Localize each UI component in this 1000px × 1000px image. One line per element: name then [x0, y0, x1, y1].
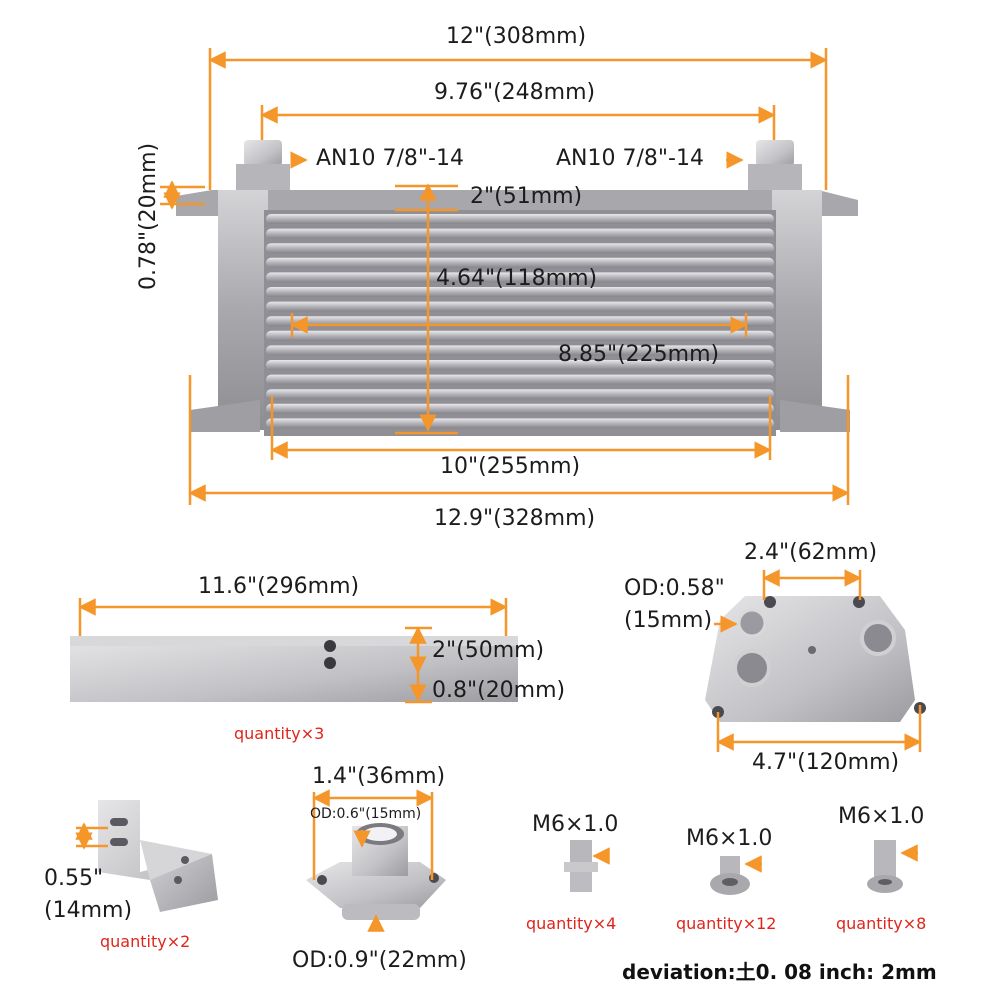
cooler-fin-row — [266, 389, 774, 400]
bar-quantity-label: quantity×3 — [234, 724, 325, 743]
bolt-image — [564, 840, 598, 892]
fitting-left-label: AN10 7/8"-14 — [316, 146, 464, 171]
fitting-right-label: AN10 7/8"-14 — [556, 146, 704, 171]
cooler-fin-row — [266, 228, 774, 239]
cooler-left-tank — [218, 190, 268, 430]
overall-width-label: 12"(308mm) — [446, 24, 587, 49]
cooler-fin-row — [266, 374, 774, 385]
bolt-spec-label: M6×1.0 — [532, 812, 619, 837]
cooler-fins — [266, 214, 774, 429]
adapter-dimensions — [312, 789, 434, 932]
l-bracket-image — [98, 800, 218, 912]
core-height-label: 4.64"(118mm) — [436, 266, 598, 291]
cooler-fin-row — [266, 403, 774, 414]
cooler-fin-row — [266, 360, 774, 370]
bolt-spec-label: M6×1.0 — [838, 804, 925, 829]
plate-bottom-spacing-label: 4.7"(120mm) — [752, 750, 900, 775]
cooler-right-tank — [772, 190, 822, 430]
cooler-fin-row — [266, 257, 774, 268]
bar-hole-offset-label: 0.8"(20mm) — [432, 678, 566, 703]
bolt-quantity-label: quantity×8 — [836, 914, 927, 933]
bar-dimensions — [78, 598, 508, 704]
cooler-dimensions — [160, 48, 850, 505]
adapter-outer-od-label: OD:0.9"(22mm) — [292, 948, 467, 973]
flange-thickness-label: 0.78"(20mm) — [136, 142, 161, 290]
l-bracket-dimensions — [75, 822, 108, 850]
cooler-fin-row — [266, 418, 774, 429]
cooler-fin-row — [266, 301, 774, 312]
sandwich-plate-image — [705, 596, 926, 722]
plate-dimensions — [714, 569, 922, 752]
l-bracket-quantity-label: quantity×2 — [100, 932, 191, 951]
deviation-note: deviation:土0. 08 inch: 2mm — [622, 960, 937, 984]
bolt-quantity-label: quantity×12 — [676, 914, 777, 933]
base-width-label: 12.9"(328mm) — [434, 506, 596, 531]
cooler-right-foot — [780, 400, 850, 432]
bolt-image — [867, 840, 903, 893]
bar-length-label: 11.6"(296mm) — [198, 574, 360, 599]
port-spacing-label: 9.76"(248mm) — [434, 80, 596, 105]
adapter-width-label: 1.4"(36mm) — [312, 764, 446, 789]
bar-hole — [324, 657, 336, 669]
cooler-left-foot — [190, 400, 260, 432]
bolt-image — [710, 856, 750, 895]
plate-od-mm-label: (15mm) — [624, 608, 713, 633]
row-pitch-label: 2"(51mm) — [470, 184, 583, 209]
right-an-fitting — [748, 140, 802, 190]
l-bracket-dim-mm-label: (14mm) — [44, 898, 133, 923]
core-width-label: 10"(255mm) — [440, 454, 581, 479]
plate-od-label: OD:0.58" — [624, 576, 725, 601]
bolt-quantity-label: quantity×4 — [526, 914, 617, 933]
cooler-fin-row — [266, 287, 774, 297]
bar-hole — [324, 640, 336, 652]
bolt-arrows — [592, 844, 918, 873]
cooler-top-flange — [176, 190, 858, 216]
l-bracket-dim-label: 0.55" — [44, 866, 104, 891]
bracket-bar-image — [70, 636, 518, 702]
bolt-spec-label: M6×1.0 — [686, 826, 773, 851]
cooler-fin-row — [266, 214, 774, 224]
bar-width-label: 2"(50mm) — [432, 638, 545, 663]
plate-top-spacing-label: 2.4"(62mm) — [744, 540, 878, 565]
cooler-fin-row — [266, 345, 774, 356]
core-inner-width-label: 8.85"(225mm) — [558, 342, 720, 367]
cooler-fin-row — [266, 243, 774, 254]
cooler-fin-row — [266, 330, 774, 341]
adapter-image — [306, 823, 446, 920]
left-an-fitting — [236, 140, 290, 190]
adapter-inner-od-label: OD:0.6"(15mm) — [310, 806, 422, 822]
cooler-fin-row — [266, 272, 774, 283]
